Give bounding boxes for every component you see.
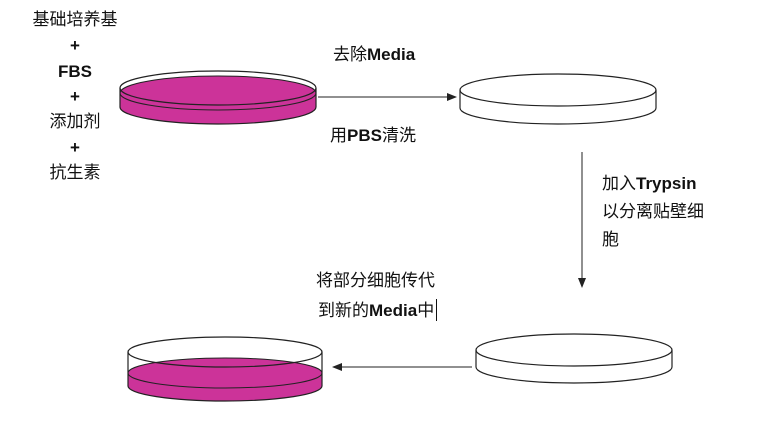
text-cursor xyxy=(436,299,438,321)
dish-empty-washed xyxy=(459,73,657,125)
label-antibiotic: 抗生素 xyxy=(49,163,101,183)
label-detach-cells-cont: 胞 xyxy=(602,230,619,250)
label-pbs-wash: 用PBS清洗 xyxy=(330,126,416,146)
label-base-medium: 基础培养基 xyxy=(32,10,118,30)
label-plus-3: + xyxy=(70,138,80,157)
label-plus-2: + xyxy=(70,87,80,106)
dish-empty-trypsin xyxy=(475,333,673,384)
label-remove-media: 去除Media xyxy=(333,45,416,65)
dish-base-front xyxy=(127,385,323,402)
dish-base-front xyxy=(475,366,673,384)
dish-base-front xyxy=(459,107,657,125)
label-fbs: FBS xyxy=(58,62,92,81)
label-additive: 添加剂 xyxy=(49,112,101,132)
label-detach-cells: 以分离贴壁细 xyxy=(602,202,704,222)
label-add-trypsin: 加入Trypsin xyxy=(602,174,697,194)
label-new-media: 到新的Media中 xyxy=(318,299,438,322)
label-plus-1: + xyxy=(70,36,80,55)
dish-new-medium xyxy=(127,336,323,402)
dish-with-medium xyxy=(119,70,317,125)
dish-base-front xyxy=(119,106,317,125)
dish-rim xyxy=(475,333,673,367)
dish-rim xyxy=(459,73,657,107)
label-passage: 将部分细胞传代 xyxy=(316,271,435,291)
